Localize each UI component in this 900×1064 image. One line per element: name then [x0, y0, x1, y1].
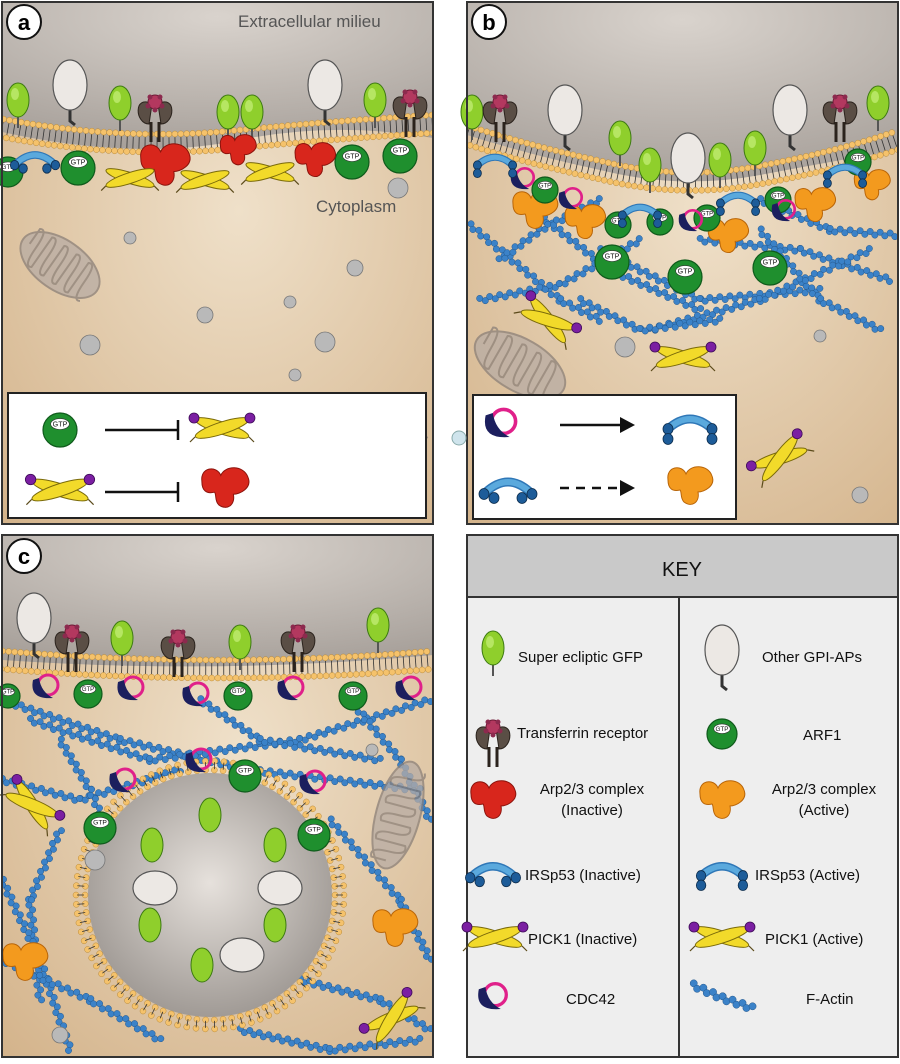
svg-text:GTP: GTP — [232, 689, 244, 695]
arf1: GTP — [224, 682, 252, 710]
key-label-super-ecliptic-gfp: Super ecliptic GFP — [518, 649, 643, 666]
key-label-pick1-inactive: PICK1 (Inactive) — [528, 931, 637, 948]
vesicle-dot — [452, 431, 466, 445]
key-label-arp23-active-2: (Active) — [799, 802, 850, 819]
arf1: GTP — [383, 139, 417, 173]
arf1: GTP — [668, 260, 702, 294]
key-label-pick1-active: PICK1 (Active) — [765, 931, 863, 948]
arf1: GTP — [532, 177, 558, 203]
arf1: GTP — [74, 680, 102, 708]
key-label-arp23-inactive-1: Arp2/3 complex — [540, 781, 645, 798]
svg-text:GTP: GTP — [716, 726, 729, 733]
key-label-arp23-active-1: Arp2/3 complex — [772, 781, 877, 798]
svg-text:GTP: GTP — [763, 258, 778, 266]
svg-text:GTP: GTP — [238, 768, 252, 775]
svg-text:GTP: GTP — [71, 158, 86, 166]
arf1: GTP — [84, 812, 116, 844]
arf1-icon: GTP — [43, 413, 77, 447]
arf1: GTP — [595, 245, 629, 279]
key-label-cdc42: CDC42 — [566, 991, 615, 1008]
svg-text:GTP: GTP — [605, 252, 620, 260]
svg-text:GTP: GTP — [53, 420, 68, 428]
arf1: GTP — [339, 682, 367, 710]
key-label-irsp53-inactive: IRSp53 (Inactive) — [525, 867, 641, 884]
key-label-arp23-inactive-2: (Inactive) — [561, 802, 623, 819]
svg-text:GTP: GTP — [701, 211, 713, 217]
label-cytoplasm: Cytoplasm — [316, 197, 396, 216]
svg-text:GTP: GTP — [2, 689, 14, 695]
key-label-irsp53-active: IRSp53 (Active) — [755, 867, 860, 884]
arf1: GTP — [335, 145, 369, 179]
panel-a-letter: a — [18, 10, 31, 35]
svg-text:GTP: GTP — [678, 267, 693, 275]
key-label-other-gpi-aps: Other GPI-APs — [762, 649, 862, 666]
svg-text:GTP: GTP — [772, 193, 784, 199]
arf1: GTP — [229, 760, 261, 792]
key-label-f-actin: F-Actin — [806, 991, 854, 1008]
key-label-transferrin-receptor: Transferrin receptor — [517, 725, 648, 742]
panel-b-letter: b — [482, 10, 495, 35]
svg-text:GTP: GTP — [852, 155, 864, 161]
svg-text:GTP: GTP — [82, 687, 94, 693]
svg-text:GTP: GTP — [347, 689, 359, 695]
svg-text:GTP: GTP — [307, 827, 321, 834]
arf1: GTP — [61, 151, 95, 185]
arf1: GTP — [753, 251, 787, 285]
key-title: KEY — [662, 559, 702, 581]
key-label-arf1: ARF1 — [803, 727, 841, 744]
svg-text:GTP: GTP — [345, 152, 360, 160]
svg-text:GTP: GTP — [539, 183, 551, 189]
arf1-icon: GTP — [707, 719, 737, 749]
endocytic-vesicle — [73, 758, 347, 1032]
arf1: GTP — [298, 819, 330, 851]
panel-c-letter: c — [18, 544, 30, 569]
svg-text:GTP: GTP — [93, 820, 107, 827]
label-extracellular: Extracellular milieu — [238, 12, 381, 31]
svg-text:GTP: GTP — [393, 146, 408, 154]
